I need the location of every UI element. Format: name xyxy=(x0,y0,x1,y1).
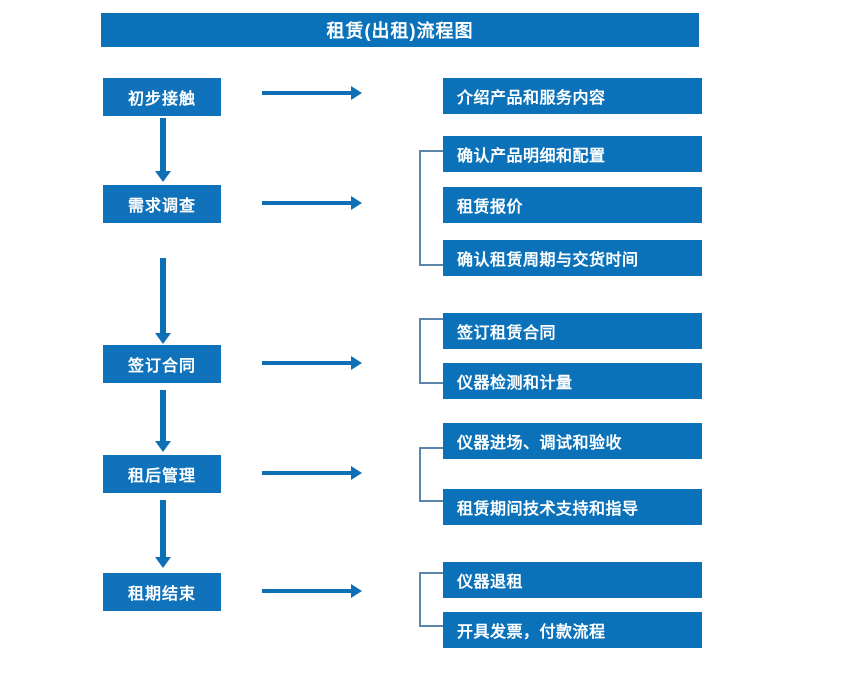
arrow-shaft xyxy=(262,589,351,593)
group-bracket-stage-4 xyxy=(419,447,443,502)
group-bracket-stage-2 xyxy=(419,150,443,266)
detail-box-confirm-product-details-config[interactable]: 确认产品明细和配置 xyxy=(443,136,702,172)
arrow-down-stage-4-to-5 xyxy=(155,500,171,568)
detail-box-instrument-entry-debug-acceptance[interactable]: 仪器进场、调试和验收 xyxy=(443,423,702,459)
arrow-shaft xyxy=(262,201,351,205)
detail-box-confirm-rental-period-delivery[interactable]: 确认租赁周期与交货时间 xyxy=(443,240,702,276)
stage-box-initial-contact[interactable]: 初步接触 xyxy=(103,78,221,116)
arrow-head xyxy=(155,441,171,452)
arrow-shaft xyxy=(160,390,166,441)
arrow-head xyxy=(351,356,362,370)
arrow-right-stage-1 xyxy=(262,86,362,100)
arrow-shaft xyxy=(262,361,351,365)
detail-box-introduce-products-services[interactable]: 介绍产品和服务内容 xyxy=(443,78,702,114)
arrow-down-stage-3-to-4 xyxy=(155,390,171,452)
detail-box-sign-rental-contract[interactable]: 签订租赁合同 xyxy=(443,313,702,349)
arrow-head xyxy=(351,86,362,100)
detail-box-instrument-return[interactable]: 仪器退租 xyxy=(443,562,702,598)
detail-box-rental-quotation[interactable]: 租赁报价 xyxy=(443,187,702,223)
stage-box-sign-contract[interactable]: 签订合同 xyxy=(103,345,221,383)
arrow-head xyxy=(155,557,171,568)
arrow-head xyxy=(155,333,171,344)
arrow-right-stage-3 xyxy=(262,356,362,370)
arrow-head xyxy=(155,171,171,182)
arrow-right-stage-5 xyxy=(262,584,362,598)
arrow-shaft xyxy=(262,471,351,475)
arrow-down-stage-1-to-2 xyxy=(155,118,171,182)
arrow-down-stage-2-to-3 xyxy=(155,258,171,344)
stage-box-requirement-survey[interactable]: 需求调查 xyxy=(103,185,221,223)
group-bracket-stage-3 xyxy=(419,318,443,384)
arrow-shaft xyxy=(160,258,166,333)
arrow-head xyxy=(351,196,362,210)
stage-box-lease-end[interactable]: 租期结束 xyxy=(103,573,221,611)
arrow-head xyxy=(351,584,362,598)
arrow-shaft xyxy=(160,500,166,557)
detail-box-invoice-payment-process[interactable]: 开具发票，付款流程 xyxy=(443,612,702,648)
detail-box-technical-support-during-rental[interactable]: 租赁期间技术支持和指导 xyxy=(443,489,702,525)
arrow-shaft xyxy=(160,118,166,171)
arrow-right-stage-2 xyxy=(262,196,362,210)
stage-box-post-rental-management[interactable]: 租后管理 xyxy=(103,455,221,493)
arrow-shaft xyxy=(262,91,351,95)
arrow-head xyxy=(351,466,362,480)
arrow-right-stage-4 xyxy=(262,466,362,480)
detail-box-instrument-inspection-metrology[interactable]: 仪器检测和计量 xyxy=(443,363,702,399)
group-bracket-stage-5 xyxy=(419,572,443,627)
flowchart-title-banner: 租赁(出租)流程图 xyxy=(101,13,699,47)
